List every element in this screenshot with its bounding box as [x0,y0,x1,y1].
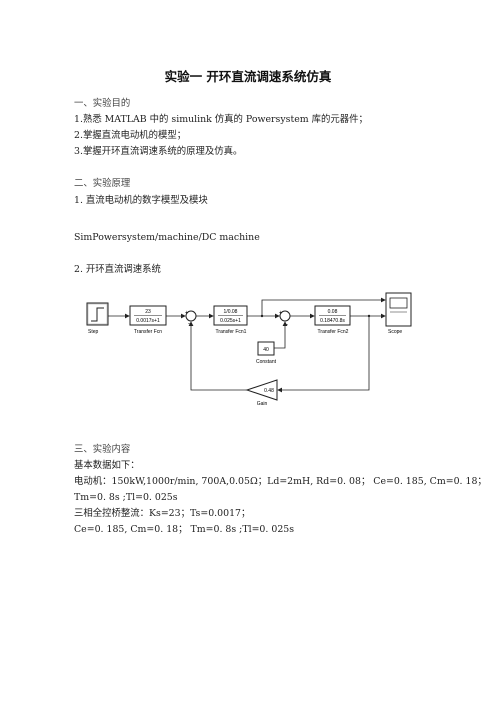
motor-params-line-3: Ce=0. 185, Cm=0. 18； Tm=0. 8s ;Tl=0. 025… [74,524,295,535]
purpose-item-2: 2.掌握直流电动机的模型； [74,130,187,141]
sum-block-1[interactable]: + - [185,310,197,327]
step-label: Step [88,329,99,335]
scope-label: Scope [388,329,402,335]
sum2-minus-sign: - [286,322,288,328]
library-path: SimPowersystem/machine/DC machine [74,232,260,243]
transfer-fcn2-block[interactable]: 0.08 0.18470.8s [314,305,351,326]
sum1-minus-sign: - [188,321,190,327]
constant-label: Constant [256,359,277,365]
motor-params-line-1: 电动机：150kW,1000r/min, 700A,0.05Ω；Ld=2mH, … [74,476,487,487]
transfer-fcn1-block[interactable]: 1/0.08 0.025s+1 [213,305,248,326]
tf2-numerator: 1/0.08 [224,309,238,315]
tf1-numerator: 23 [145,309,151,315]
tf2-label: Transfer Fcn1 [216,329,247,335]
tf1-denominator: 0.0017s+1 [136,318,160,324]
tf1-label: Transfer Fcn [134,329,162,335]
transfer-fcn-block[interactable]: 23 0.0017s+1 [129,305,167,326]
gain-value: 0.48 [264,388,274,394]
page-title: 实验一 开环直流调速系统仿真 [164,69,332,84]
signal-lines [108,297,386,393]
constant-block[interactable]: 40 [257,341,275,356]
bridge-params: 三相全控桥整流：Ks=23；Ts=0.0017； [74,508,251,519]
gain-block[interactable]: 0.48 [245,379,278,401]
purpose-item-1: 1.熟悉 MATLAB 中的 simulink 仿真的 Powersystem … [74,114,368,125]
sum-block-2[interactable]: + - [279,310,291,328]
constant-value: 40 [263,347,269,353]
gain-label: Gain [257,401,268,407]
principle-sub-2: 2. 开环直流调速系统 [74,264,161,275]
scope-block[interactable] [385,292,412,327]
tf3-numerator: 0.08 [328,309,338,315]
section-heading-principle: 二、实验原理 [74,178,131,189]
branch-point-1 [260,314,264,318]
principle-sub-1: 1. 直流电动机的数字模型及模块 [74,195,208,206]
tf3-denominator: 0.18470.8s [320,318,345,324]
sum1-plus-sign: + [185,310,188,316]
purpose-item-3: 3.掌握开环直流调速系统的原理及仿真。 [74,146,243,157]
content-intro: 基本数据如下： [74,460,140,471]
motor-params-line-2: Tm=0. 8s ;Tl=0. 025s [74,492,178,503]
tf2-denominator: 0.025s+1 [220,318,241,324]
section-heading-content: 三、实验内容 [74,444,131,455]
tf3-label: Transfer Fcn2 [318,329,349,335]
branch-point-2 [367,314,371,318]
section-heading-purpose: 一、实验目的 [74,98,131,109]
sum2-plus-sign: + [279,310,282,316]
step-block[interactable] [86,302,109,326]
